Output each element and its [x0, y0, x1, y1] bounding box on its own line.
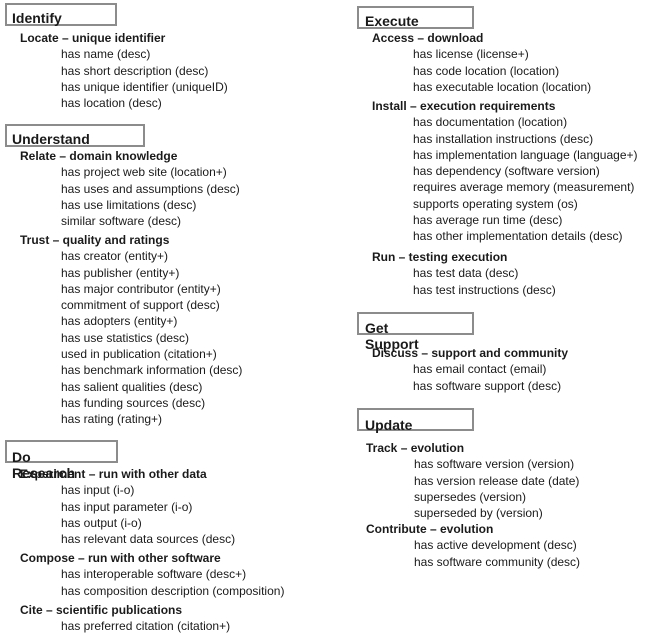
attribute-item: has use statistics (desc): [61, 330, 190, 345]
attribute-item: has output (i-o): [61, 515, 142, 530]
attribute-item: has installation instructions (desc): [413, 131, 594, 146]
attribute-item: has dependency (software version): [413, 164, 600, 179]
attribute-item: has code location (location): [413, 63, 560, 78]
attribute-item: has adopters (entity+): [61, 314, 178, 329]
attribute-item: has name (desc): [61, 47, 151, 62]
section-support-box: [357, 312, 474, 335]
attribute-item: has interoperable software (desc+): [61, 567, 247, 582]
group-heading: Locate – unique identifier: [20, 31, 166, 45]
group-heading: Experiment – run with other data: [20, 467, 207, 481]
attribute-item: has relevant data sources (desc): [61, 532, 236, 547]
attribute-list: has interoperable software (desc+)has co…: [20, 566, 284, 599]
attribute-item: superseded by (version): [414, 506, 543, 521]
attribute-item: supports operating system (os): [413, 196, 578, 211]
attribute-item: has location (desc): [61, 96, 162, 111]
attribute-item: has email contact (email): [413, 362, 547, 377]
attribute-item: has short description (desc): [61, 63, 209, 78]
attribute-item: has composition description (composition…: [61, 583, 285, 598]
attribute-item: has funding sources (desc): [61, 395, 206, 410]
attribute-list: has input (i-o)has input parameter (i-o)…: [20, 482, 235, 547]
group-heading: Discuss – support and community: [372, 346, 569, 360]
attribute-item: has implementation language (language+): [413, 147, 638, 162]
attribute-item: has use limitations (desc): [61, 197, 197, 212]
group-cite: Cite – scientific publications has prefer…: [20, 602, 230, 635]
attribute-item: has version release date (date): [414, 473, 580, 488]
section-understand-box: [5, 124, 145, 147]
attribute-item: has test instructions (desc): [413, 282, 556, 297]
section-identify-box: [5, 3, 117, 26]
section-research-box: [5, 440, 118, 463]
attribute-item: has benchmark information (desc): [61, 363, 243, 378]
attribute-item: has salient qualities (desc): [61, 379, 203, 394]
attribute-list: has documentation (location)has installa…: [372, 114, 638, 244]
attribute-item: has software support (desc): [413, 378, 562, 393]
group-heading: Contribute – evolution: [366, 522, 494, 536]
group-heading: Compose – run with other software: [20, 551, 221, 565]
attribute-item: has software version (version): [414, 457, 575, 472]
group-heading: Run – testing execution: [372, 250, 508, 264]
attribute-list: has license (license+)has code location …: [372, 46, 591, 95]
attribute-item: has software community (desc): [414, 554, 581, 569]
attribute-item: has preferred citation (citation+): [61, 619, 231, 634]
attribute-item: has executable location (location): [413, 79, 592, 94]
group-heading: Trust – quality and ratings: [20, 233, 170, 247]
attribute-list: has active development (desc)has softwar…: [366, 537, 580, 570]
attribute-item: has average run time (desc): [413, 213, 563, 228]
group-heading: Install – execution requirements: [372, 99, 556, 113]
section-understand-title: Understand: [12, 131, 90, 147]
attribute-item: has rating (rating+): [61, 412, 163, 427]
section-support-title: Get Support: [365, 320, 419, 352]
attribute-item: used in publication (citation+): [61, 347, 217, 362]
attribute-item: has input parameter (i-o): [61, 499, 193, 514]
section-update-title: Update: [365, 417, 413, 433]
attribute-item: has test data (desc): [413, 266, 519, 281]
group-heading: Cite – scientific publications: [20, 603, 183, 617]
attribute-list: has name (desc)has short description (de…: [20, 46, 228, 111]
section-update-box: [357, 408, 474, 431]
attribute-item: has uses and assumptions (desc): [61, 181, 240, 196]
attribute-list: has email contact (email)has software su…: [372, 361, 568, 394]
attribute-item: has creator (entity+): [61, 249, 169, 264]
attribute-item: has project web site (location+): [61, 165, 227, 180]
attribute-item: has input (i-o): [61, 483, 135, 498]
attribute-item: commitment of support (desc): [61, 298, 220, 313]
attribute-item: supersedes (version): [414, 489, 527, 504]
group-heading: Track – evolution: [366, 441, 465, 455]
group-heading: Relate – domain knowledge: [20, 149, 178, 163]
attribute-item: has other implementation details (desc): [413, 229, 623, 244]
attribute-list: has preferred citation (citation+): [20, 618, 230, 634]
attribute-item: similar software (desc): [61, 214, 182, 229]
attribute-list: has test data (desc)has test instruction…: [372, 265, 556, 298]
attribute-item: has major contributor (entity+): [61, 281, 221, 296]
attribute-item: has license (license+): [413, 47, 529, 62]
attribute-item: requires average memory (measurement): [413, 180, 635, 195]
section-identify-title: Identify: [12, 10, 62, 26]
attribute-item: has unique identifier (uniqueID): [61, 79, 228, 94]
attribute-item: has documentation (location): [413, 115, 568, 130]
attribute-item: has publisher (entity+): [61, 265, 180, 280]
section-execute-title: Execute: [365, 13, 419, 29]
attribute-list: has project web site (location+)has uses…: [20, 164, 240, 229]
attribute-item: has active development (desc): [414, 538, 577, 553]
group-heading: Access – download: [372, 31, 484, 45]
attribute-list: has creator (entity+)has publisher (enti…: [20, 248, 242, 427]
section-execute-box: [357, 6, 474, 29]
section-research-title: Do Research: [12, 449, 76, 481]
attribute-list: has software version (version)has versio…: [366, 456, 579, 521]
